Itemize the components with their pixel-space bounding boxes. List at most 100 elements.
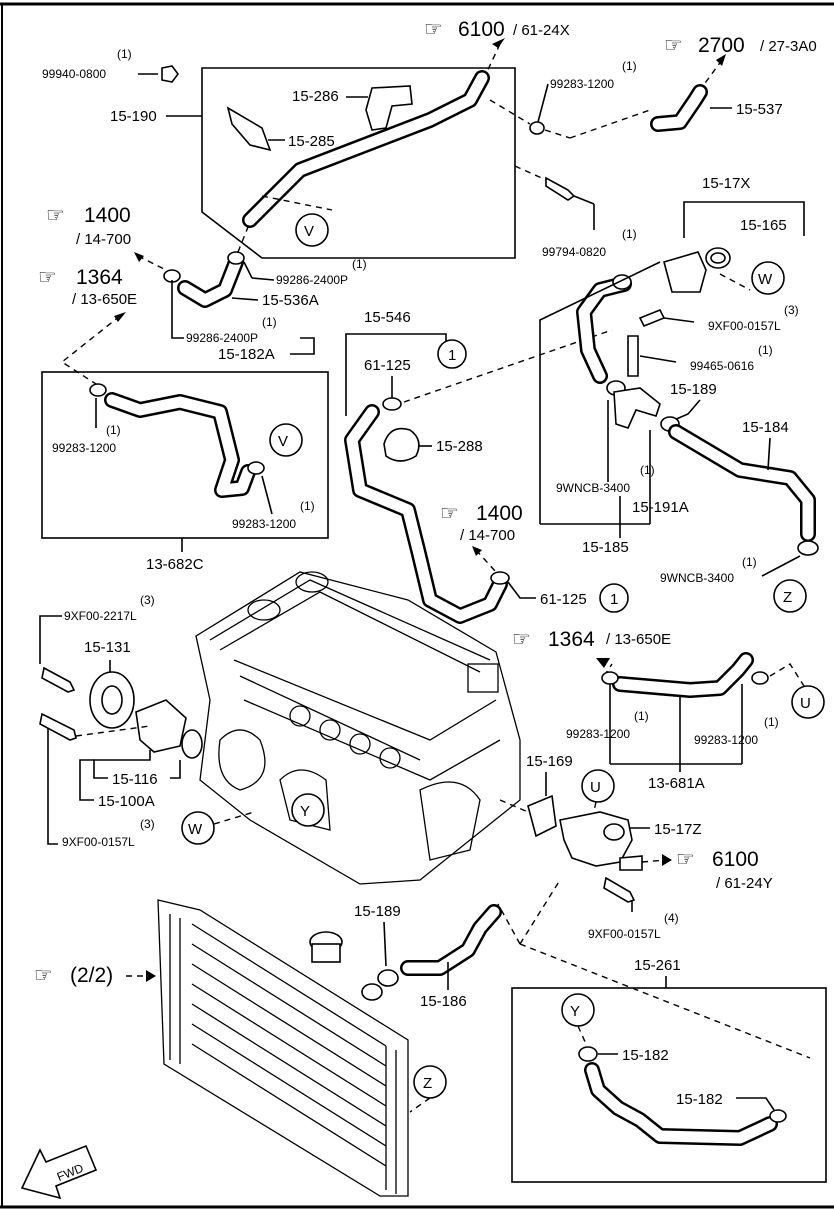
water-outlet-15-17X (663, 251, 707, 293)
qty: (1) (352, 257, 367, 271)
qty: (1) (640, 463, 655, 477)
ref-number: 1364 (548, 628, 595, 651)
part-99283-1200[interactable]: 99283-1200 (550, 77, 614, 91)
part-15-285[interactable]: 15-285 (288, 133, 335, 150)
part-99286-2400P[interactable]: 99286-2400P (276, 273, 348, 287)
part-99283-1200[interactable]: 99283-1200 (52, 441, 116, 455)
part-99283-1200[interactable]: 99283-1200 (566, 727, 630, 741)
part-15-182A[interactable]: 15-182A (218, 346, 275, 363)
marker-label: 1 (610, 591, 618, 608)
part-15-536A[interactable]: 15-536A (262, 292, 319, 309)
marker-label: Y (300, 803, 310, 820)
group-box-13-682C (41, 371, 329, 539)
marker-label: U (800, 695, 811, 712)
part-15-186[interactable]: 15-186 (420, 993, 467, 1010)
part-9XF00-0157L[interactable]: 9XF00-0157L (708, 319, 781, 333)
marker-Y (291, 793, 325, 827)
marker-U (791, 685, 825, 719)
clamp-icon (751, 671, 769, 685)
part-61-125[interactable]: 61-125 (364, 357, 411, 374)
part-9XF00-0157L[interactable]: 9XF00-0157L (62, 835, 135, 849)
part-61-125[interactable]: 61-125 (540, 591, 587, 608)
marker-label: Z (783, 589, 792, 606)
marker-1 (437, 339, 467, 369)
part-13-682C[interactable]: 13-682C (146, 556, 204, 573)
qty: (4) (664, 911, 679, 925)
part-99940-0800[interactable]: 99940-0800 (42, 67, 106, 81)
ref-6100-top[interactable]: ☞ 6100 / 61-24X (424, 18, 570, 41)
arrow-head-icon (492, 38, 505, 48)
part-99286-2400P[interactable]: 99286-2400P (186, 331, 258, 345)
ref-number: 1400 (84, 204, 131, 227)
part-9WNCB-3400[interactable]: 9WNCB-3400 (556, 481, 630, 495)
leader (537, 83, 549, 123)
ref-section: / 13-650E (606, 631, 671, 648)
part-15-182[interactable]: 15-182 (676, 1091, 723, 1108)
part-13-681A[interactable]: 13-681A (648, 775, 705, 792)
ref-section: / 14-700 (460, 527, 515, 544)
part-15-116[interactable]: 15-116 (112, 771, 158, 788)
part-9XF00-0157L[interactable]: 9XF00-0157L (588, 927, 661, 941)
qty: (1) (106, 423, 121, 437)
ref-1400-left[interactable]: ☞ 1400 / 14-700 (46, 204, 131, 248)
part-99794-0820[interactable]: 99794-0820 (542, 245, 606, 259)
part-15-185[interactable]: 15-185 (582, 539, 629, 556)
part-99283-1200[interactable]: 99283-1200 (232, 517, 296, 531)
part-15-165[interactable]: 15-165 (740, 217, 787, 234)
ref-section: / 61-24X (513, 22, 570, 39)
part-15-190[interactable]: 15-190 (110, 108, 157, 125)
arrow-head-icon (134, 252, 144, 262)
part-15-288[interactable]: 15-288 (436, 438, 483, 455)
fwd-arrow-icon: FWD (20, 1144, 98, 1200)
part-15-537[interactable]: 15-537 (736, 101, 783, 118)
part-15-17Z[interactable]: 15-17Z (654, 821, 702, 838)
clamp-icon (377, 969, 399, 987)
qty: (1) (764, 715, 779, 729)
part-15-286[interactable]: 15-286 (292, 88, 339, 105)
ref-6100-right[interactable]: ☞ 6100 / 61-24Y (676, 848, 773, 892)
bolt-icon (638, 308, 666, 328)
part-9XF00-2217L[interactable]: 9XF00-2217L (64, 609, 137, 623)
part-15-17X[interactable]: 15-17X (702, 175, 750, 192)
part-15-189[interactable]: 15-189 (670, 381, 717, 398)
ref-1400-mid[interactable]: ☞ 1400 / 14-700 (440, 502, 523, 544)
qty: (1) (634, 709, 649, 723)
qty: (1) (117, 47, 132, 61)
marker-label: Z (423, 1075, 432, 1092)
book-icon: ☞ (664, 34, 683, 57)
clamp-icon (529, 121, 545, 135)
part-9WNCB-3400[interactable]: 9WNCB-3400 (660, 571, 734, 585)
qty: (3) (140, 817, 155, 831)
ref-2-2[interactable]: ☞ (2/2) (34, 964, 113, 987)
ref-section: / 13-650E (72, 291, 137, 308)
group-box-15-261 (511, 987, 827, 1183)
marker-label: V (304, 223, 314, 240)
part-99283-1200[interactable]: 99283-1200 (694, 733, 758, 747)
part-15-131[interactable]: 15-131 (84, 639, 131, 656)
part-15-169[interactable]: 15-169 (526, 753, 573, 770)
part-99465-0616[interactable]: 99465-0616 (690, 359, 754, 373)
ref-2700[interactable]: ☞ 2700 / 27-3A0 (664, 34, 817, 57)
marker-label: 1 (448, 347, 456, 364)
ref-number: 6100 (712, 848, 759, 871)
part-15-546[interactable]: 15-546 (364, 309, 411, 326)
arrow-head-icon (716, 54, 726, 66)
marker-W (751, 261, 785, 295)
ref-1364-right[interactable]: ☞ 1364 / 13-650E (512, 628, 671, 651)
bracket-15-285 (226, 106, 272, 152)
bolt-icon (41, 666, 76, 693)
ref-1364-left[interactable]: ☞ 1364 / 13-650E (38, 266, 137, 308)
clamp-icon (797, 540, 819, 556)
pipe-15-191A (613, 387, 661, 429)
part-15-182[interactable]: 15-182 (622, 1047, 669, 1064)
ref-number: (2/2) (70, 964, 113, 987)
part-15-261[interactable]: 15-261 (634, 957, 681, 974)
marker-label: W (758, 271, 773, 288)
bracket-15-286 (365, 85, 413, 131)
part-15-100A[interactable]: 15-100A (98, 793, 155, 810)
part-15-184[interactable]: 15-184 (742, 419, 789, 436)
bolt-icon (545, 176, 576, 201)
qty: (1) (300, 499, 315, 513)
part-15-191A[interactable]: 15-191A (632, 499, 689, 516)
part-15-189[interactable]: 15-189 (354, 903, 401, 920)
